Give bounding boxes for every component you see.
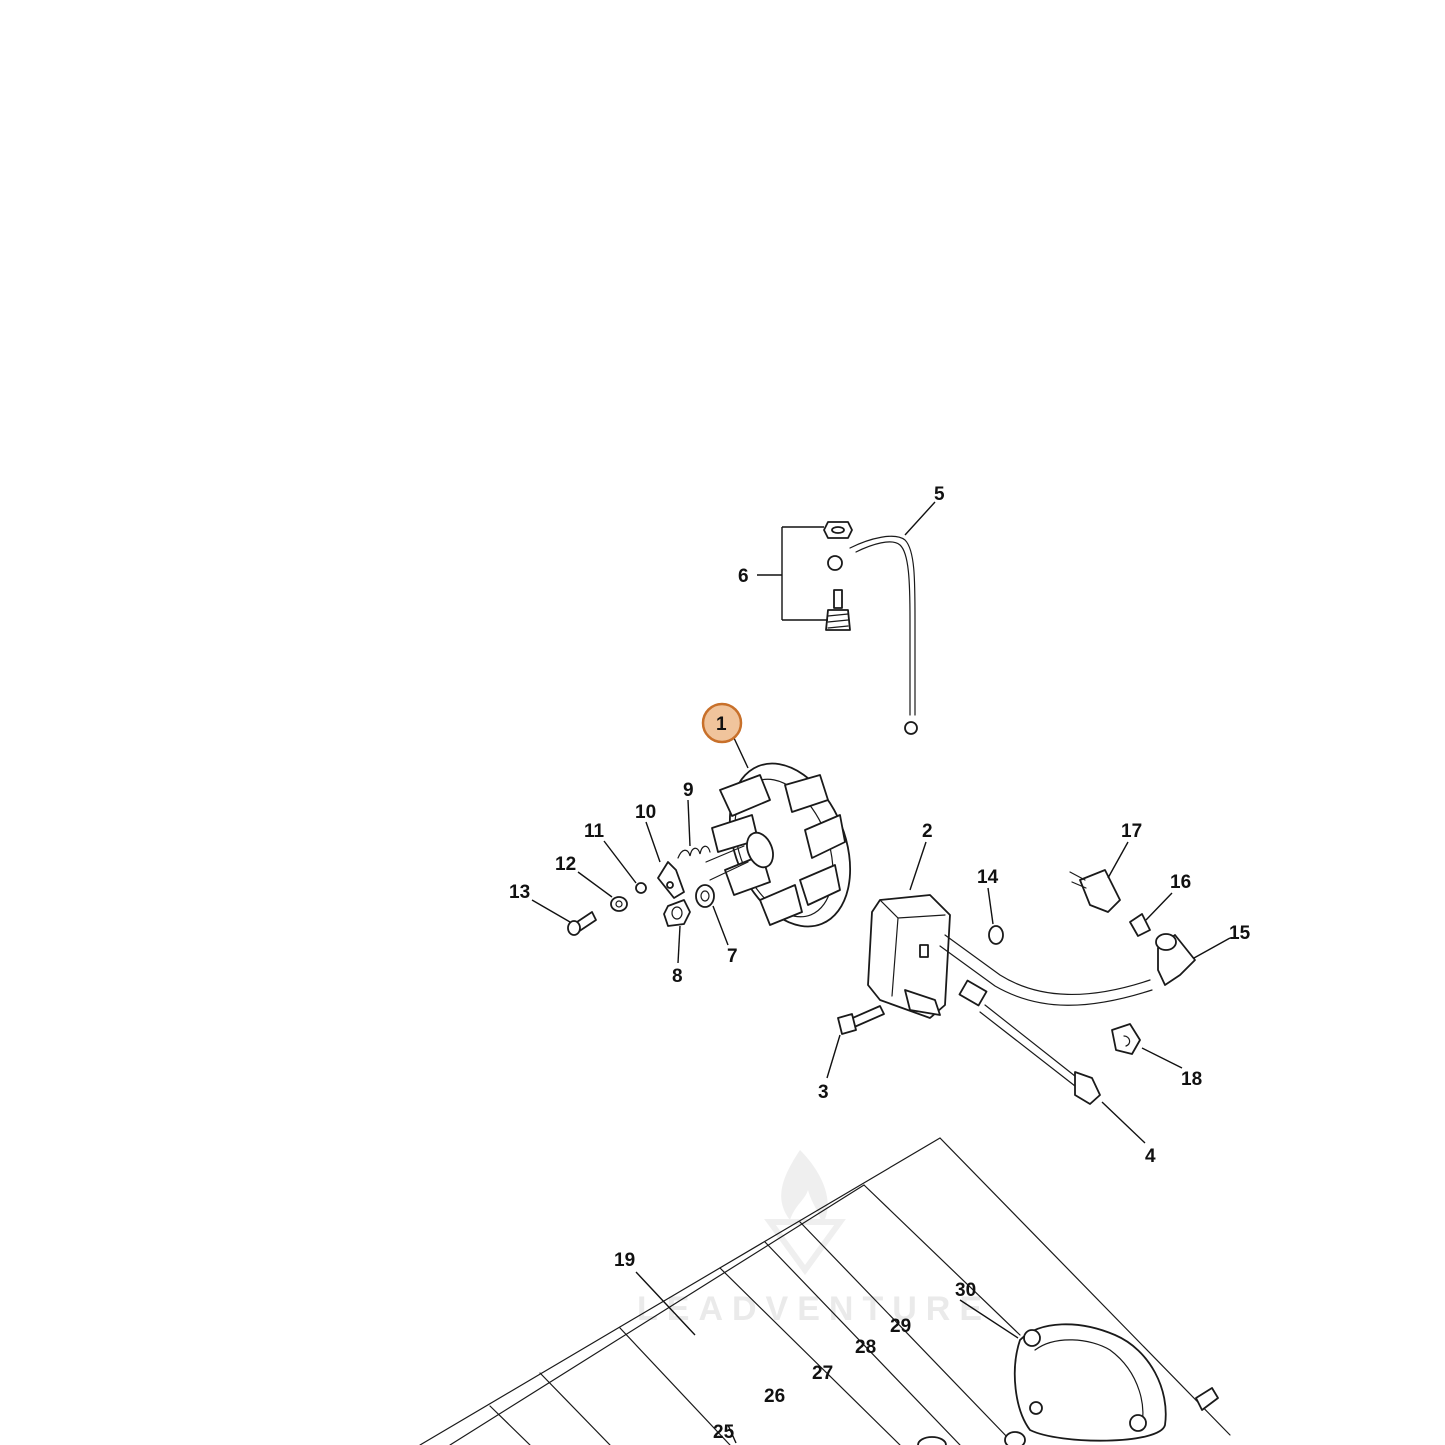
part-8-nut[interactable] xyxy=(663,899,691,927)
callout-3[interactable]: 3 xyxy=(818,1082,829,1103)
callout-1-highlight xyxy=(701,702,743,744)
callout-29[interactable]: 29 xyxy=(890,1316,911,1337)
part-12-washer[interactable] xyxy=(610,896,628,912)
callout-26[interactable]: 26 xyxy=(764,1386,785,1407)
watermark-flame-icon xyxy=(781,1150,828,1225)
part-3-screw[interactable] xyxy=(837,1005,885,1035)
callout-17[interactable]: 17 xyxy=(1121,821,1142,842)
callout-27[interactable]: 27 xyxy=(812,1363,833,1384)
callout-1[interactable]: 1 xyxy=(716,714,727,735)
part-16-spring-connector[interactable] xyxy=(1129,913,1151,937)
part-6-nut-and-screw[interactable] xyxy=(823,521,853,631)
callout-6[interactable]: 6 xyxy=(738,566,749,587)
callout-28[interactable]: 28 xyxy=(855,1337,876,1358)
callout-13[interactable]: 13 xyxy=(509,882,530,903)
callout-9[interactable]: 9 xyxy=(683,780,694,801)
part-10-pawl[interactable] xyxy=(657,861,685,899)
callout-19[interactable]: 19 xyxy=(614,1250,635,1271)
starter-cover-assembly xyxy=(419,1137,1231,1445)
callout-labels: 1 2 3 4 5 6 7 8 9 10 11 12 13 14 15 16 1… xyxy=(509,484,1251,1443)
spark-plug-lead xyxy=(939,934,1153,1006)
callout-11[interactable]: 11 xyxy=(584,821,605,842)
part-14-washer[interactable] xyxy=(988,925,1004,945)
watermark-text: LEADVENTURE xyxy=(637,1290,991,1328)
part-9-spring[interactable] xyxy=(677,845,711,859)
part-15-spark-plug-boot[interactable] xyxy=(1155,933,1196,986)
part-2-ignition-module[interactable] xyxy=(867,894,951,1019)
callout-7[interactable]: 7 xyxy=(727,946,738,967)
callout-30[interactable]: 30 xyxy=(955,1280,976,1301)
part-5-ground-wire[interactable] xyxy=(827,535,918,735)
callout-2[interactable]: 2 xyxy=(922,821,933,842)
callout-16[interactable]: 16 xyxy=(1170,872,1191,893)
part-7-washer[interactable] xyxy=(695,884,715,908)
callout-15[interactable]: 15 xyxy=(1229,923,1251,944)
callout-25[interactable]: 25 xyxy=(713,1422,735,1443)
callout-4[interactable]: 4 xyxy=(1145,1146,1156,1167)
callout-5[interactable]: 5 xyxy=(934,484,945,505)
callout-8[interactable]: 8 xyxy=(672,966,683,987)
part-4-short-circuit-wire[interactable] xyxy=(958,979,1101,1105)
watermark-emblem-icon xyxy=(764,1219,846,1276)
callout-10[interactable]: 10 xyxy=(635,802,656,823)
watermark: LEADVENTURE xyxy=(637,1150,991,1328)
part-17-short-circuit-switch[interactable] xyxy=(1069,869,1121,913)
callout-12[interactable]: 12 xyxy=(555,854,576,875)
callout-14[interactable]: 14 xyxy=(977,867,999,888)
part-13-screw[interactable] xyxy=(567,911,597,936)
callout-18[interactable]: 18 xyxy=(1181,1069,1202,1090)
part-1-flywheel[interactable] xyxy=(705,746,873,945)
leader-lines xyxy=(531,501,1231,1444)
part-11-washer[interactable] xyxy=(635,882,647,894)
part-18-grommet[interactable] xyxy=(1111,1023,1141,1055)
